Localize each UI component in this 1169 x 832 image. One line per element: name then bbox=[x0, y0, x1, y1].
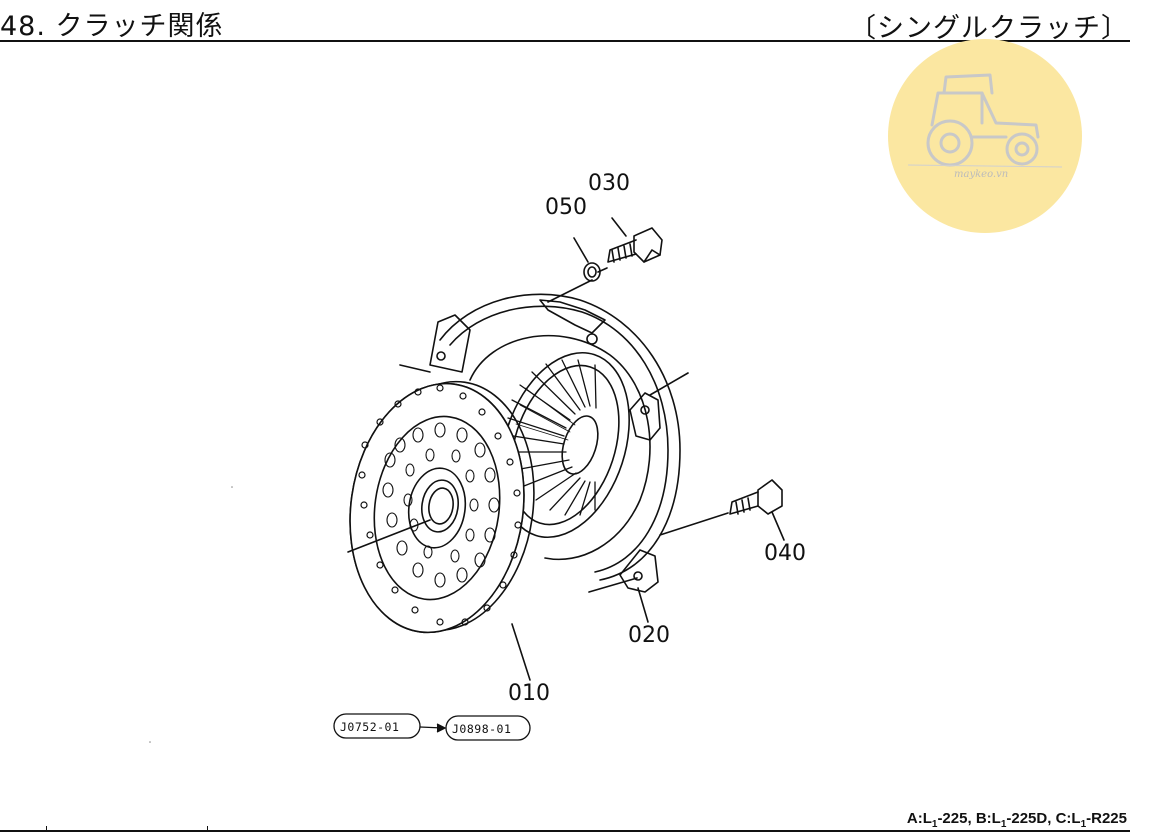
washer-050 bbox=[573, 237, 608, 282]
watermark-text: maykeo.vn bbox=[954, 169, 1008, 180]
bolt-040 bbox=[729, 479, 785, 541]
footer-rule bbox=[0, 830, 1130, 832]
footer-tick bbox=[207, 826, 208, 832]
tractor-icon bbox=[926, 73, 1040, 167]
watermark-logo: maykeo.vn bbox=[888, 39, 1082, 233]
part-label-010: 010 bbox=[508, 681, 550, 706]
part-label-050: 050 bbox=[545, 195, 587, 220]
page-title: 48. クラッチ関係 bbox=[0, 11, 224, 42]
part-label-030: 030 bbox=[588, 171, 630, 196]
reference-from-oval bbox=[333, 713, 421, 739]
page-subtitle: 〔シングルクラッチ〕 bbox=[849, 13, 1129, 44]
reference-to-code: J0898-01 bbox=[452, 722, 511, 736]
clutch-disc bbox=[347, 380, 535, 681]
part-label-020: 020 bbox=[628, 623, 670, 648]
part-label-040: 040 bbox=[764, 541, 806, 566]
header-rule bbox=[0, 40, 1130, 42]
model-applicability-note: A:L1-225, B:L1-225D, C:L1-R225 bbox=[906, 810, 1127, 830]
bolt-030 bbox=[607, 217, 663, 263]
reference-chain bbox=[333, 713, 531, 741]
footer-tick bbox=[46, 826, 47, 832]
clutch-cover-assembly bbox=[399, 279, 729, 593]
reference-from-code: J0752-01 bbox=[340, 720, 399, 734]
